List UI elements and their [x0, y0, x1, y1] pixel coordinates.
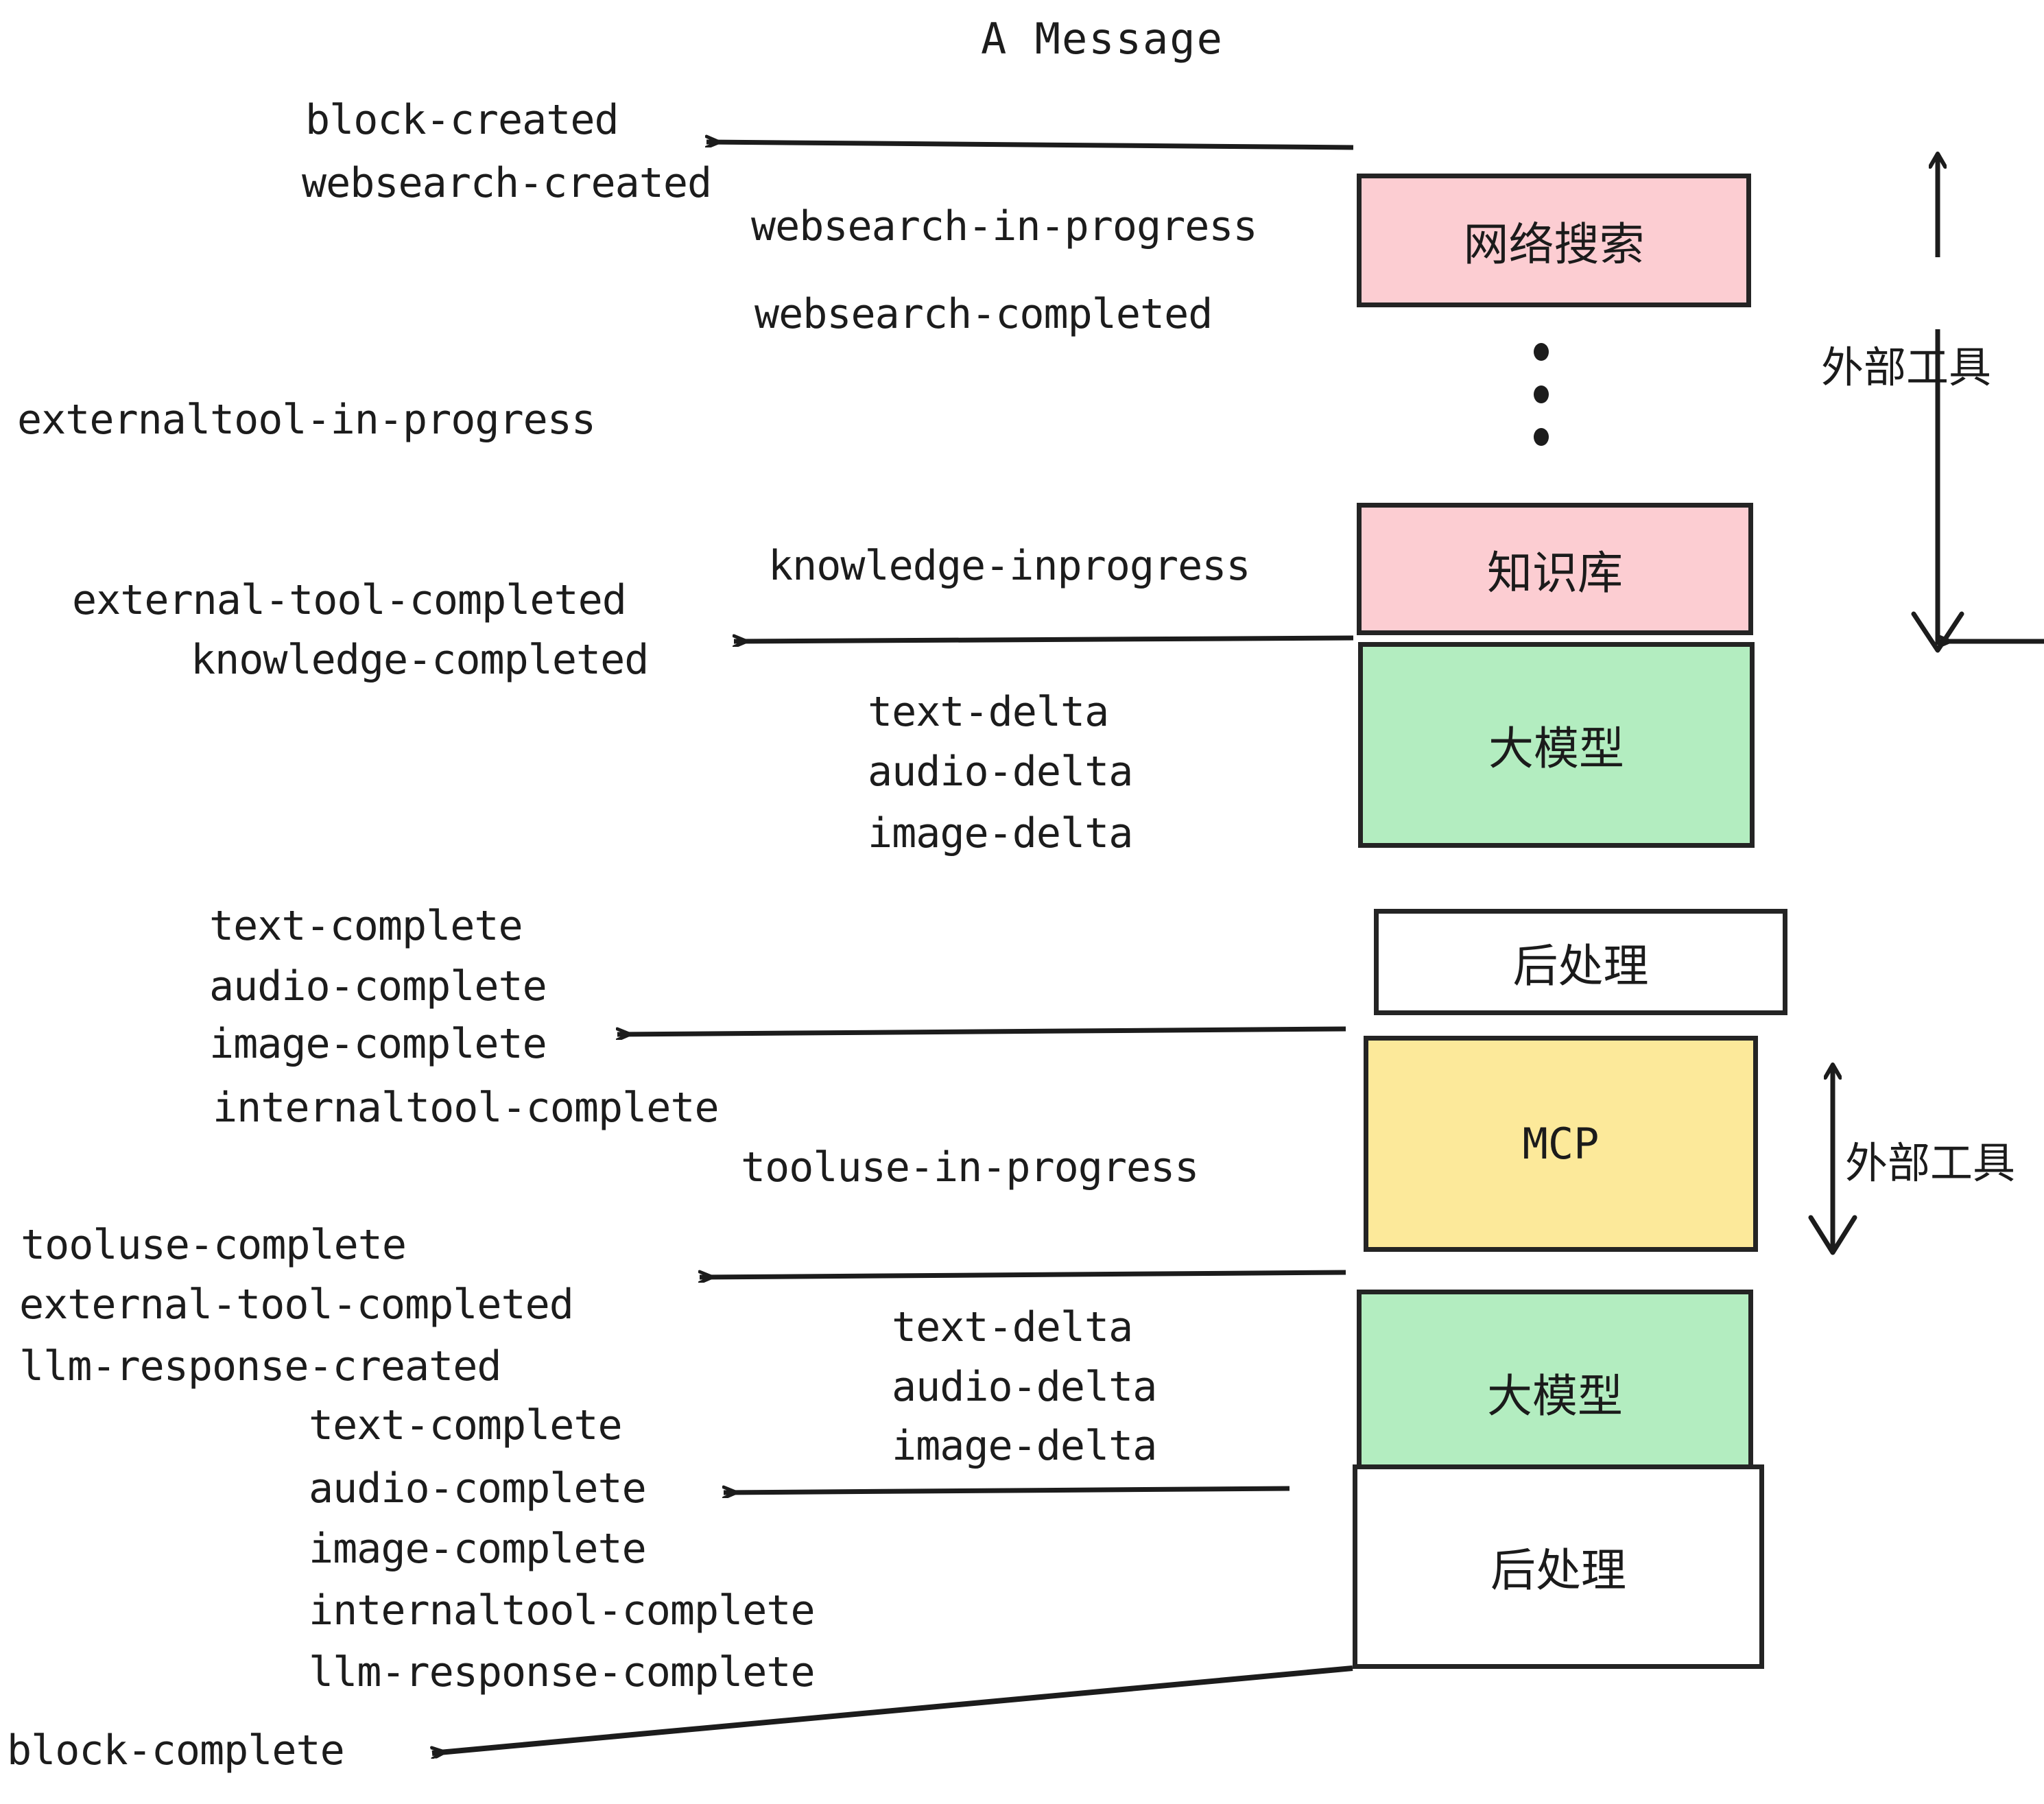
event-text-delta-1: text-delta	[868, 688, 1109, 736]
event-external-tool-completed-1: external-tool-completed	[72, 576, 627, 624]
event-image-complete-1: image-complete	[209, 1020, 547, 1068]
vertical-ellipsis	[1531, 343, 1552, 446]
event-external-tool-completed-2: external-tool-completed	[19, 1281, 574, 1329]
event-text-complete-1: text-complete	[209, 902, 523, 950]
ellipsis-dot	[1534, 385, 1549, 403]
arrow-mcp-to-tooluse-complete	[700, 1270, 1346, 1277]
annotation-external-tool-bottom: 外部工具	[1845, 1138, 2016, 1188]
node-llm-2-label: 大模型	[1487, 1370, 1623, 1423]
event-image-delta-2: image-delta	[892, 1422, 1157, 1470]
node-mcp-label: MCP	[1522, 1119, 1600, 1169]
event-llm-response-created: llm-response-created	[19, 1342, 501, 1390]
event-externaltool-in-progress: externaltool-in-progress	[17, 396, 596, 444]
node-llm-1[interactable]: 大模型	[1358, 642, 1755, 848]
ellipsis-dot	[1534, 428, 1549, 446]
node-websearch[interactable]: 网络搜索	[1357, 174, 1751, 307]
event-block-complete: block-complete	[7, 1726, 345, 1775]
node-postprocess-2[interactable]: 后处理	[1353, 1464, 1764, 1669]
event-audio-delta-1: audio-delta	[868, 748, 1133, 796]
event-block-created: block-created	[305, 96, 619, 144]
node-llm-2[interactable]: 大模型	[1357, 1290, 1753, 1495]
event-audio-complete-1: audio-complete	[209, 962, 547, 1010]
event-audio-delta-2: audio-delta	[892, 1363, 1157, 1411]
event-knowledge-completed: knowledge-completed	[191, 636, 649, 684]
arrow-knowledge-to-knowledgecompleted	[734, 638, 1354, 641]
page-title: A Message	[981, 14, 1224, 64]
arrow-websearch-to-blockcreated	[706, 142, 1354, 150]
node-postprocess-1[interactable]: 后处理	[1374, 909, 1787, 1015]
event-tooluse-in-progress: tooluse-in-progress	[741, 1143, 1199, 1191]
external-tool-span-top	[1911, 154, 2044, 653]
arrow-llm1-to-imagecomplete	[617, 1026, 1346, 1034]
node-postprocess-2-label: 后处理	[1490, 1544, 1626, 1597]
ellipsis-dot	[1534, 343, 1549, 361]
node-mcp[interactable]: MCP	[1364, 1036, 1758, 1252]
event-tooluse-complete: tooluse-complete	[21, 1221, 407, 1269]
event-websearch-completed: websearch-completed	[754, 290, 1213, 338]
event-websearch-in-progress: websearch-in-progress	[751, 202, 1258, 250]
event-image-delta-1: image-delta	[868, 809, 1133, 857]
node-knowledge-label: 知识库	[1487, 546, 1623, 600]
event-internaltool-complete-2: internaltool-complete	[309, 1587, 816, 1635]
annotation-external-tool-top: 外部工具	[1821, 342, 1992, 392]
event-text-delta-2: text-delta	[892, 1303, 1133, 1351]
event-websearch-created: websearch-created	[302, 159, 712, 207]
node-knowledge[interactable]: 知识库	[1357, 503, 1753, 635]
event-text-complete-2: text-complete	[309, 1401, 623, 1449]
event-internaltool-complete-1: internaltool-complete	[213, 1084, 720, 1132]
event-audio-complete-2: audio-complete	[309, 1464, 647, 1512]
node-websearch-label: 网络搜索	[1463, 217, 1645, 271]
event-image-complete-2: image-complete	[309, 1525, 647, 1573]
node-postprocess-1-label: 后处理	[1512, 939, 1649, 993]
event-knowledge-inprogress: knowledge-inprogress	[768, 542, 1250, 590]
arrow-llm2-to-audiocomplete	[724, 1488, 1290, 1493]
event-llm-response-complete: llm-response-complete	[309, 1648, 816, 1696]
node-llm-1-label: 大模型	[1488, 722, 1624, 775]
